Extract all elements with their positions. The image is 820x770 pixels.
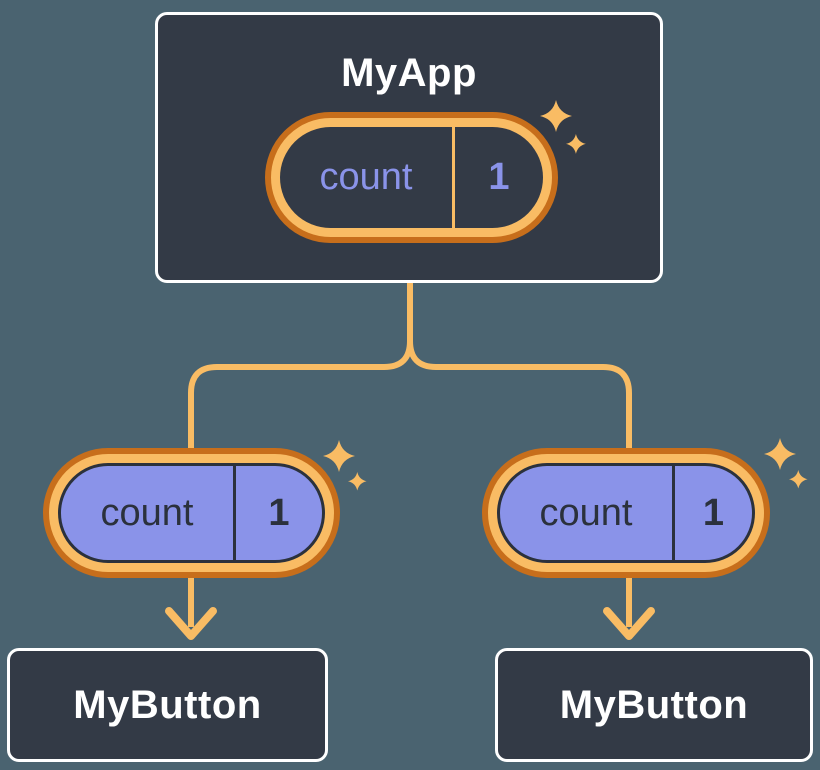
state-pill-root: count 1 [265,112,558,243]
node-title: MyButton [73,682,262,727]
state-name-label: count [539,491,633,534]
arrowhead-left-icon [165,607,217,640]
pill-divider [233,466,236,560]
pill-divider [672,466,675,560]
state-name-label: count [319,156,413,198]
state-value-label: 1 [268,491,290,534]
connector-right-branch [407,283,632,627]
state-value-label: 1 [488,156,510,198]
node-mybutton-right: MyButton [495,648,813,762]
node-mybutton-left: MyButton [7,648,328,762]
state-pill-child-left: count 1 [43,448,340,578]
state-pill-inner: count 1 [497,463,755,563]
arrowhead-right-icon [603,607,655,640]
pill-divider [452,127,455,228]
sparkles-icon [540,100,586,154]
node-title: MyButton [559,682,749,727]
state-name-label: count [100,491,194,534]
state-pill-inner: count 1 [280,127,543,228]
sparkles-icon [764,438,808,489]
state-pill-child-right: count 1 [482,448,770,578]
state-pill-inner: count 1 [58,463,325,563]
node-title: MyApp [341,51,477,95]
sparkles-icon [323,440,367,491]
state-value-label: 1 [702,491,725,534]
